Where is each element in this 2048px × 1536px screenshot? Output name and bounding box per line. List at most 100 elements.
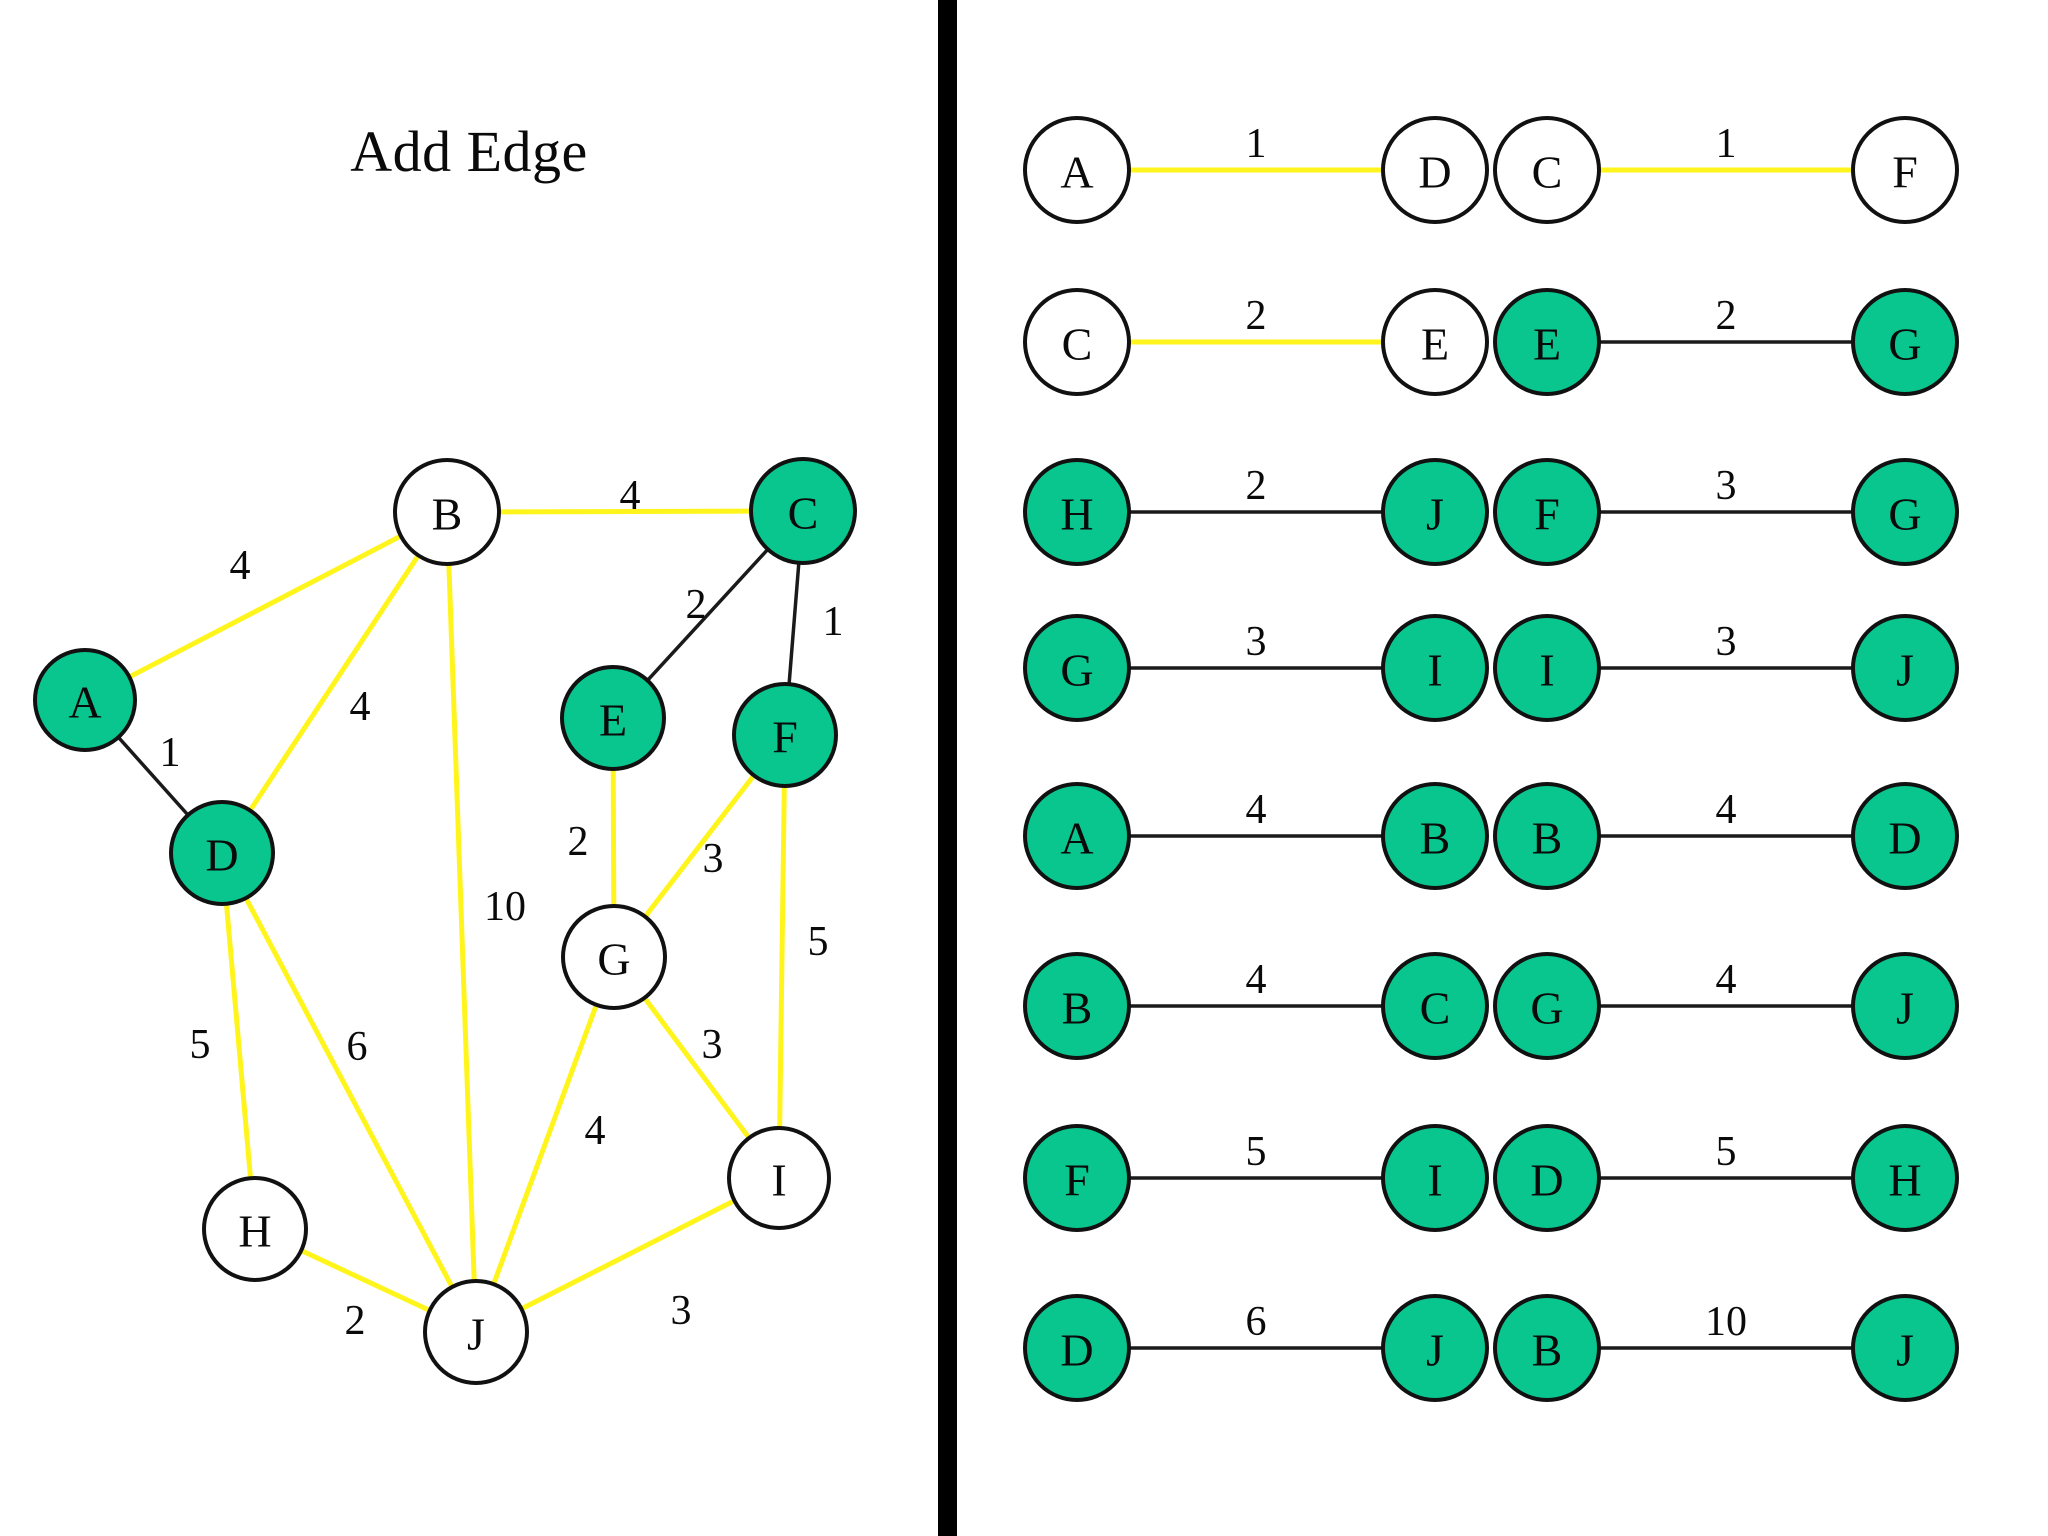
graph-node-g[interactable]: G <box>561 904 667 1010</box>
edge-list-node-to[interactable] <box>1381 116 1489 224</box>
edge-list-node-to[interactable] <box>1381 782 1489 890</box>
graph-edge-e-g[interactable] <box>610 768 617 907</box>
edge-list-node-label-from: G <box>1060 645 1093 696</box>
edge-list-node-from[interactable] <box>1023 1124 1131 1232</box>
graph-edge-h-j[interactable] <box>300 1248 431 1313</box>
graph-node-circle-f[interactable] <box>732 682 838 788</box>
graph-edge-a-b[interactable] <box>128 533 403 680</box>
edge-list-node-from[interactable] <box>1493 288 1601 396</box>
edge-list-node-from[interactable] <box>1023 952 1131 1060</box>
edge-list-node-to[interactable] <box>1851 1124 1959 1232</box>
edge-list-node-to[interactable] <box>1851 458 1959 566</box>
edge-list-node-from[interactable] <box>1493 116 1601 224</box>
graph-edge-d-h[interactable] <box>223 903 254 1179</box>
edge-list-node-to[interactable] <box>1381 952 1489 1060</box>
graph-node-a[interactable]: A <box>33 648 137 752</box>
graph-node-circle-h[interactable] <box>202 1176 308 1282</box>
edge-list-node-from[interactable] <box>1493 614 1601 722</box>
graph-edge-f-g[interactable] <box>643 773 756 919</box>
graph-node-circle-a[interactable] <box>33 648 137 752</box>
graph-edge-g-j[interactable] <box>491 1003 599 1286</box>
graph-node-circle-c[interactable] <box>749 457 857 565</box>
edge-list-node-to[interactable] <box>1851 782 1959 890</box>
graph-node-c[interactable]: C <box>749 457 857 565</box>
graph-node-i[interactable]: I <box>727 1126 831 1230</box>
edge-list-node-label-to: J <box>1896 645 1914 696</box>
edge-list-node-to[interactable] <box>1851 614 1959 722</box>
graph-edge-weight-g-j: 4 <box>585 1108 606 1154</box>
graph-edge-d-j[interactable] <box>243 896 455 1289</box>
graph-node-circle-j[interactable] <box>423 1279 529 1385</box>
edge-list-weight: 2 <box>1716 293 1737 339</box>
edge-list-node-from[interactable] <box>1023 614 1131 722</box>
edge-list-node-from[interactable] <box>1023 288 1131 396</box>
edge-list-node-to[interactable] <box>1381 614 1489 722</box>
graph-edge-a-d[interactable] <box>117 736 190 817</box>
graph-node-f[interactable]: F <box>732 682 838 788</box>
edge-list-node-from[interactable] <box>1023 116 1131 224</box>
graph-node-circle-i[interactable] <box>727 1126 831 1230</box>
graph-edge-b-d[interactable] <box>248 554 421 812</box>
graph-node-j[interactable]: J <box>423 1279 529 1385</box>
edge-list-node-from[interactable] <box>1493 952 1601 1060</box>
edge-list-node-from[interactable] <box>1493 1294 1601 1402</box>
edge-list-node-from[interactable] <box>1493 458 1601 566</box>
graph-edge-c-f[interactable] <box>787 562 801 685</box>
edge-list-node-to[interactable] <box>1851 1294 1959 1402</box>
graph-node-h[interactable]: H <box>202 1176 308 1282</box>
graph-edge-weight-d-h: 5 <box>190 1022 211 1068</box>
graph-edge-b-c[interactable] <box>498 508 752 515</box>
graph-node-circle-b[interactable] <box>393 458 501 566</box>
edge-list-weight: 1 <box>1246 121 1267 167</box>
edge-list-node-from[interactable] <box>1493 1124 1601 1232</box>
graph-node-circle-e[interactable] <box>560 665 666 771</box>
edge-list-node-from[interactable] <box>1023 782 1131 890</box>
graph-edge-i-j[interactable] <box>520 1198 736 1312</box>
edge-list-node-to[interactable] <box>1851 952 1959 1060</box>
graph-node-circle-g[interactable] <box>561 904 667 1010</box>
edge-list-node-to[interactable] <box>1381 1294 1489 1402</box>
graph-node-circle-d[interactable] <box>169 800 275 906</box>
edge-list-node-from[interactable] <box>1023 1294 1131 1402</box>
edge-list-node-to[interactable] <box>1381 288 1489 396</box>
graph-edge-f-i[interactable] <box>777 785 787 1129</box>
graph-edge-b-j[interactable] <box>446 563 477 1282</box>
graph-node-label-f: F <box>772 712 798 763</box>
graph-node-b[interactable]: B <box>393 458 501 566</box>
graph-node-d[interactable]: D <box>169 800 275 906</box>
edge-list-node-to[interactable] <box>1381 458 1489 566</box>
graph-edge-layer <box>117 508 801 1313</box>
graph-node-label-d: D <box>205 830 238 881</box>
edge-list-node-label-from: F <box>1064 1155 1090 1206</box>
graph-node-label-b: B <box>432 489 463 540</box>
edge-list-node-label-from: B <box>1532 1325 1563 1376</box>
edge-list-node-to[interactable] <box>1851 288 1959 396</box>
edge-list-node-to[interactable] <box>1851 116 1959 224</box>
graph-edge-weight-i-j: 3 <box>671 1288 692 1334</box>
edge-list-node-to[interactable] <box>1381 1124 1489 1232</box>
graph-node-e[interactable]: E <box>560 665 666 771</box>
graph-edge-c-e[interactable] <box>646 548 770 682</box>
edge-list-node-from[interactable] <box>1023 458 1131 566</box>
graph-edge-g-i[interactable] <box>642 996 752 1140</box>
edge-list-node-label-from: C <box>1062 319 1093 370</box>
edge-list-node-from[interactable] <box>1493 782 1601 890</box>
